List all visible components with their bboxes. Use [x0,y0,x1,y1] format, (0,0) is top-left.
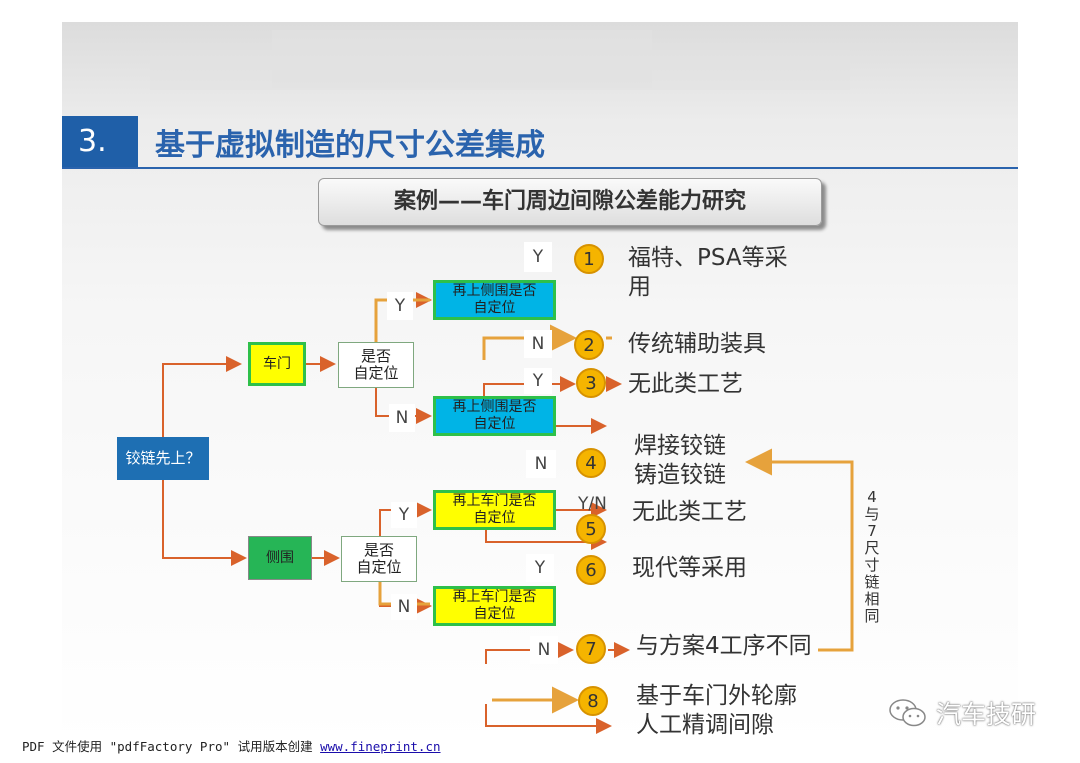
question-label: 再上车门是否 自定位 [452,589,537,622]
footer-text: PDF 文件使用 "pdfFactory Pro" 试用版本创建 [22,739,321,754]
option-number-badge: 1 [574,244,604,274]
option-number-badge: 2 [574,330,604,360]
self-locate-box-door: 是否 自定位 [338,342,414,388]
self-locate-box-side: 是否 自定位 [341,536,417,582]
option-number-badge: 3 [576,368,606,398]
root-question-box: 铰链先上？ [117,437,209,480]
question-door-locate-y: 再上车门是否 自定位 [433,490,556,530]
yes-label: Y [524,368,552,394]
wechat-icon [889,699,926,727]
root-question-label: 铰链先上？ [125,449,201,467]
no-label: N [391,594,417,620]
decorative-band [272,30,652,88]
section-number: 3. [62,116,138,168]
side-box: 侧围 [248,536,312,580]
door-label: 车门 [263,355,291,372]
page-title: 基于虚拟制造的尺寸公差集成 [155,128,545,163]
option-number-badge: 7 [576,634,606,664]
yes-label: Y [391,502,417,528]
option-text: 福特、PSA等采 用 [628,245,788,300]
pdf-footer: PDF 文件使用 "pdfFactory Pro" 试用版本创建 www.fin… [22,736,441,755]
option-text: 与方案4工序不同 [636,633,812,659]
connector-7 [485,642,574,664]
connector-root-door [162,356,242,444]
question-door-locate-n: 再上车门是否 自定位 [433,586,556,626]
option-text: 传统辅助装具 [628,331,766,357]
title-rule [62,167,1018,169]
connector-root-side [162,480,247,566]
option-text: 现代等采用 [632,555,747,581]
question-label: 再上侧围是否 自定位 [452,283,537,316]
side-label: 侧围 [266,549,294,566]
footer-link[interactable]: www.fineprint.cn [320,739,441,754]
no-label: N [389,404,415,432]
no-label: N [526,450,556,478]
yes-label: Y [524,242,552,272]
brand-name: 汽车技研 [936,700,1037,729]
connector-8-lower [485,704,612,734]
bracket-4-7 [745,448,854,652]
question-label: 再上车门是否 自定位 [452,493,537,526]
door-box: 车门 [248,342,306,386]
option-text: 无此类工艺 [628,371,743,397]
option-text: 基于车门外轮廓 人工精调间隙 [636,683,797,738]
self-locate-label: 是否 自定位 [356,541,402,576]
side-note: 4与7尺寸链相同 [864,488,880,625]
option-number-badge: 6 [576,555,606,585]
question-side-locate-y: 再上侧围是否 自定位 [433,280,556,320]
option-text: 焊接铰链 铸造铰链 [634,433,726,488]
option-number-badge: 5 [576,514,606,544]
yes-label: Y [526,554,554,582]
no-label: N [530,636,558,664]
case-title-box: 案例——车门周边间隙公差能力研究 [318,178,822,226]
option-text: 无此类工艺 [632,499,747,525]
brand-watermark: 汽车技研 [888,695,1036,731]
yes-label: Y [387,292,413,320]
question-side-locate-n: 再上侧围是否 自定位 [433,396,556,436]
self-locate-label: 是否 自定位 [353,347,399,382]
option-number-badge: 8 [578,686,608,716]
no-label: N [524,330,552,358]
yes-no-label: Y/N [578,494,607,514]
question-label: 再上侧围是否 自定位 [452,399,537,432]
option-number-badge: 4 [576,448,606,478]
